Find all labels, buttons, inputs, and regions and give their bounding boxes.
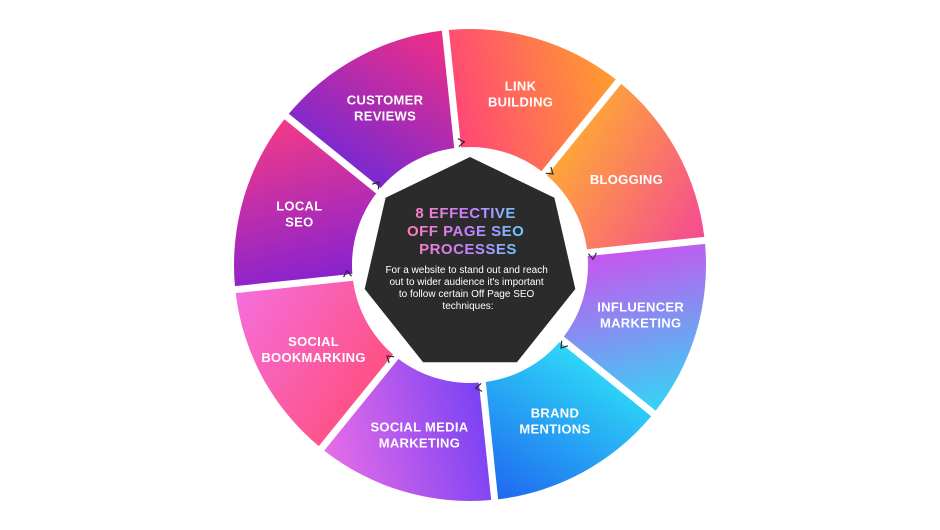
chevron-icon <box>371 181 380 190</box>
segment-label-line: CUSTOMER <box>347 93 424 108</box>
center-description-line: For a website to stand out and reach <box>385 265 547 276</box>
chevron-icon <box>545 166 554 175</box>
chevron-icon <box>560 340 569 349</box>
segment-label-line: BRAND <box>531 405 579 420</box>
segment-label-line: MARKETING <box>379 436 460 451</box>
segment-influencer-marketing <box>563 243 706 411</box>
segment-label-line: REVIEWS <box>354 109 416 124</box>
chevron-icon <box>386 355 395 364</box>
segment-link-building <box>448 28 616 172</box>
chevron-icon <box>457 138 466 148</box>
segment-social-bookmarking <box>235 280 394 447</box>
segment-label-line: SOCIAL <box>288 334 339 349</box>
segment-label-line: LINK <box>505 78 537 93</box>
segment-label-line: MENTIONS <box>519 421 590 436</box>
segment-customer-reviews <box>288 30 455 189</box>
segment-label-line: BLOGGING <box>590 172 663 187</box>
center-hub <box>364 157 576 363</box>
segment-brand-mentions <box>485 341 652 500</box>
center-title-line: 8 EFFECTIVE <box>415 205 516 222</box>
segment-label-line: SOCIAL MEDIA <box>370 420 468 435</box>
center-description: For a website to stand out and reach out… <box>385 265 550 312</box>
center-text: 8 EFFECTIVE OFF PAGE SEO PROCESSES For a… <box>385 205 550 312</box>
segment-label: BLOGGING <box>590 172 663 187</box>
center-description-line: out to wider audience it's important <box>390 277 544 288</box>
segment-label-line: INFLUENCER <box>597 300 684 315</box>
segment-label-line: LOCAL <box>276 198 322 213</box>
segment-blogging <box>546 83 705 250</box>
segment-social-media-marketing <box>324 358 492 501</box>
segment-label-line: BUILDING <box>488 94 553 109</box>
center-title-line: OFF PAGE SEO <box>407 223 524 240</box>
segment-label-line: SEO <box>285 214 313 229</box>
center-description-line: techniques: <box>442 301 493 312</box>
center-description-line: to follow certain Off Page SEO <box>399 289 535 300</box>
segment-label-line: BOOKMARKING <box>261 350 365 365</box>
chevron-icon <box>474 382 483 392</box>
segment-local-seo <box>234 119 377 287</box>
chevron-icon <box>343 269 353 278</box>
center-title: 8 EFFECTIVE OFF PAGE SEO PROCESSES <box>407 205 529 258</box>
center-title-line: PROCESSES <box>419 241 517 258</box>
chevron-icon <box>587 252 597 261</box>
segment-label-line: MARKETING <box>600 316 681 331</box>
direction-arrows <box>343 138 597 392</box>
